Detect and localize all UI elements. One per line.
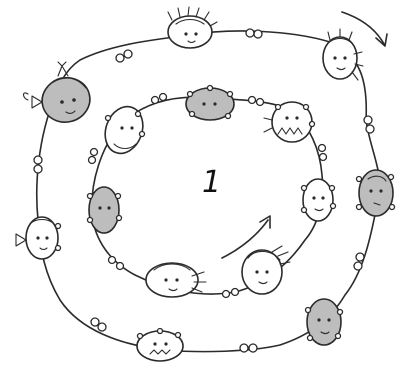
creature-inner-right bbox=[302, 179, 336, 221]
creature-inner-left-lower bbox=[88, 187, 122, 233]
bead bbox=[254, 30, 262, 38]
bead bbox=[246, 29, 254, 37]
bead bbox=[34, 165, 42, 173]
bead bbox=[232, 289, 239, 296]
creature-upper-left bbox=[24, 62, 95, 127]
creature-inner-top bbox=[186, 86, 234, 121]
bead bbox=[152, 97, 159, 104]
bead bbox=[160, 94, 167, 101]
creature-lower-right bbox=[306, 299, 343, 345]
creature-upper-right bbox=[323, 29, 363, 80]
creature-top bbox=[168, 7, 217, 48]
bead bbox=[117, 263, 124, 270]
bead bbox=[249, 344, 257, 352]
bead bbox=[320, 154, 327, 161]
bead bbox=[356, 253, 364, 261]
creature-inner-bottom-right bbox=[242, 246, 290, 294]
bead bbox=[91, 149, 98, 156]
creature-inner-bottom bbox=[146, 263, 206, 297]
bead bbox=[89, 157, 96, 164]
creature-left-lower bbox=[16, 217, 61, 259]
creature-bottom bbox=[137, 329, 183, 362]
creature-inner-right-top bbox=[264, 102, 315, 142]
bead bbox=[91, 318, 99, 326]
bead bbox=[364, 116, 372, 124]
creature-right bbox=[357, 170, 395, 216]
bead bbox=[319, 145, 326, 152]
bead bbox=[116, 54, 124, 62]
bead bbox=[124, 50, 132, 58]
bead bbox=[223, 291, 230, 298]
bead bbox=[366, 125, 374, 133]
bead bbox=[257, 99, 264, 106]
bead bbox=[240, 344, 248, 352]
bead bbox=[249, 97, 256, 104]
bead bbox=[354, 262, 362, 270]
bead bbox=[34, 156, 42, 164]
number-label: 1 bbox=[202, 165, 221, 200]
bead bbox=[98, 323, 106, 331]
bead bbox=[109, 257, 116, 264]
